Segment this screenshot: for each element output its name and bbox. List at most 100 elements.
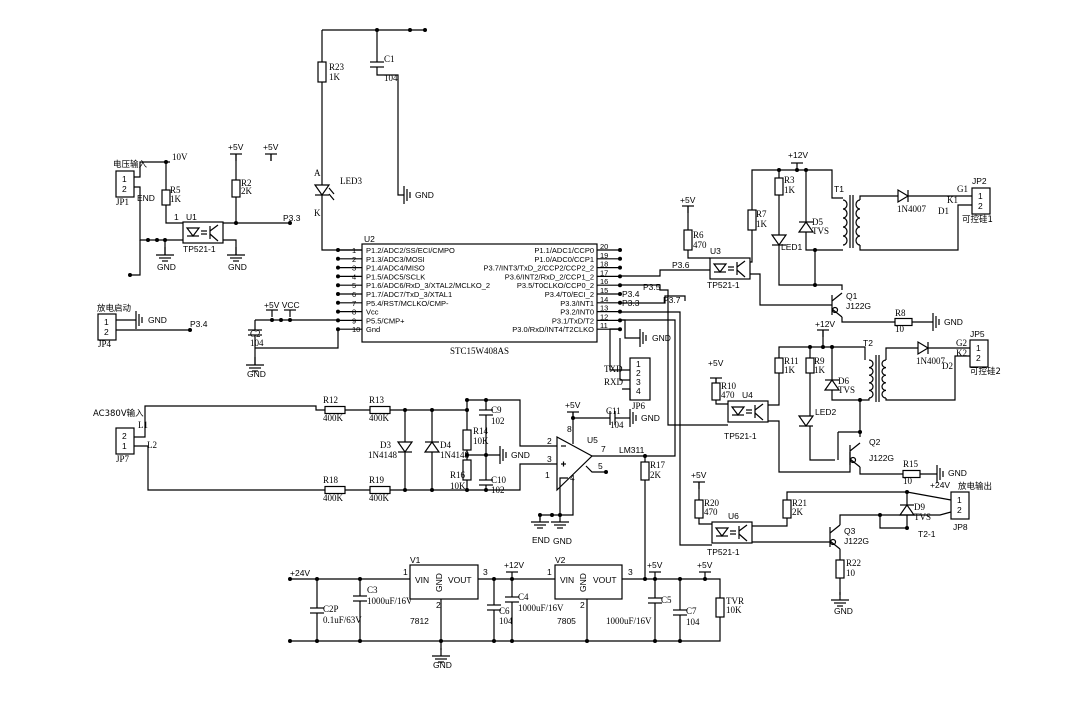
mcu-pin-name: P3.5/T0CLKO/CCP0_2 bbox=[517, 281, 594, 290]
wire bbox=[620, 319, 640, 339]
vout2-label: VOUT bbox=[593, 575, 617, 585]
d9v-label: TVS bbox=[914, 512, 931, 522]
r9v-label: 1K bbox=[814, 365, 826, 375]
connector-pin-number: 2 bbox=[636, 368, 641, 378]
d2-label: D2 bbox=[942, 361, 953, 371]
mcu-pin-name: P3.1/TxD/T2 bbox=[552, 316, 594, 325]
r3-label: R3 bbox=[784, 175, 795, 185]
wire bbox=[831, 390, 860, 401]
transistor-q3 bbox=[829, 540, 841, 550]
connector-pin-number: 2 bbox=[104, 327, 109, 337]
pin-number: 3 bbox=[483, 567, 488, 577]
r17v-label: 2K bbox=[650, 470, 662, 480]
transistor-q2-emitter bbox=[849, 456, 857, 464]
mcu-pin-number: 9 bbox=[352, 316, 356, 325]
r17-label: R17 bbox=[650, 460, 666, 470]
gnd-top-label: GND bbox=[415, 190, 434, 200]
optocoupler-u1 bbox=[182, 221, 224, 244]
connector-pin-number: 1 bbox=[976, 343, 981, 353]
r22v-label: 10 bbox=[846, 568, 856, 578]
junction-dot bbox=[604, 470, 608, 474]
mcu-pin-name: P1.6/ADC6/RxD_3/XTAL2/MCLKO_2 bbox=[366, 281, 490, 290]
c9v-label: 102 bbox=[491, 416, 505, 426]
u4-part-label: TP521-1 bbox=[724, 431, 757, 441]
wire bbox=[860, 398, 870, 401]
connector-pin-number: 1 bbox=[104, 317, 109, 327]
r7-label: R7 bbox=[756, 209, 767, 219]
r14-label: R14 bbox=[473, 426, 489, 436]
wire bbox=[539, 477, 568, 520]
wire bbox=[560, 478, 574, 516]
r12v-label: 400K bbox=[323, 413, 344, 423]
resistor-r11 bbox=[774, 357, 784, 374]
wire bbox=[467, 399, 557, 447]
diode-1n4007-d1 bbox=[897, 188, 910, 204]
r21v-label: 2K bbox=[792, 507, 804, 517]
c9-label: C9 bbox=[491, 405, 502, 415]
jp2-label: JP2 bbox=[972, 176, 987, 186]
c6-label: C6 bbox=[499, 606, 510, 616]
junction-dot bbox=[821, 345, 825, 349]
mcu-pin-number: 7 bbox=[352, 299, 356, 308]
u3-part-label: TP521-1 bbox=[707, 280, 740, 290]
k1-label: K1 bbox=[947, 195, 958, 205]
jp4-label: JP4 bbox=[98, 339, 112, 349]
wire bbox=[622, 388, 631, 400]
jp8-title-label: 放电输出 bbox=[958, 481, 992, 492]
connector-jp8 bbox=[950, 491, 970, 520]
pin-number: 8 bbox=[567, 424, 572, 434]
junction-dot bbox=[288, 221, 292, 225]
wire bbox=[805, 232, 843, 251]
resistor-r23 bbox=[317, 61, 327, 83]
mcu-pin-name: P3.2/INT0 bbox=[560, 308, 594, 317]
gnd-q3-label: GND bbox=[834, 606, 853, 616]
connector-pin-number: 2 bbox=[122, 184, 127, 194]
connector-jp4 bbox=[97, 313, 117, 341]
c2v-label: 104 bbox=[250, 338, 264, 348]
resistor-r6 bbox=[683, 229, 693, 251]
d6-label: D6 bbox=[838, 376, 849, 386]
transistor-q1 bbox=[831, 292, 843, 302]
r10-label: R10 bbox=[721, 381, 737, 391]
junction-dot bbox=[905, 490, 909, 494]
c3-label: C3 bbox=[367, 585, 378, 595]
p5v-u5-label: +5V bbox=[565, 400, 581, 410]
gnd-jp4-label: GND bbox=[148, 315, 167, 325]
phototransistor-icon bbox=[754, 403, 764, 411]
regulator-gnd-pin-label: GND bbox=[434, 573, 444, 592]
d4-label: D4 bbox=[440, 440, 451, 450]
pin-number: 3 bbox=[628, 567, 633, 577]
wire bbox=[687, 250, 710, 259]
connector-pin-number: 1 bbox=[978, 191, 983, 201]
gnd-c11-label: GND bbox=[641, 413, 660, 423]
connector-pin-number: 1 bbox=[636, 359, 641, 369]
wire bbox=[585, 465, 606, 473]
jp8-label: JP8 bbox=[953, 522, 968, 532]
junction-dot bbox=[155, 238, 159, 242]
resistor-r21 bbox=[782, 499, 792, 519]
c2pv-label: 0.1uF/63V bbox=[323, 615, 362, 625]
phototransistor-icon bbox=[736, 260, 746, 268]
junction-dot bbox=[128, 273, 132, 277]
r5v-label: 1K bbox=[170, 194, 182, 204]
junction-dot bbox=[618, 256, 622, 261]
r2v-label: 2K bbox=[241, 186, 253, 196]
junction-dot bbox=[336, 256, 340, 261]
wire bbox=[838, 431, 861, 437]
vin2-label: VIN bbox=[560, 575, 574, 585]
varistor-tvr bbox=[715, 597, 725, 618]
r23v-label: 1K bbox=[329, 72, 341, 82]
wire bbox=[620, 311, 712, 546]
diode-d4 bbox=[423, 440, 441, 453]
wire bbox=[751, 169, 843, 210]
wire bbox=[223, 239, 237, 255]
g2-label: G2 bbox=[956, 338, 967, 348]
wire bbox=[885, 355, 970, 401]
r19v-label: 400K bbox=[369, 493, 390, 503]
mcu-pin-name: P3.6/INT2/RxD_2/CCP1_2 bbox=[505, 272, 594, 281]
gnd-u1b-label: GND bbox=[228, 262, 247, 272]
c4v-label: 1000uF/16V bbox=[518, 603, 564, 613]
d2-part-label: 1N4007 bbox=[916, 356, 945, 366]
junction-dot bbox=[484, 488, 488, 492]
resistor-r3 bbox=[774, 177, 784, 196]
